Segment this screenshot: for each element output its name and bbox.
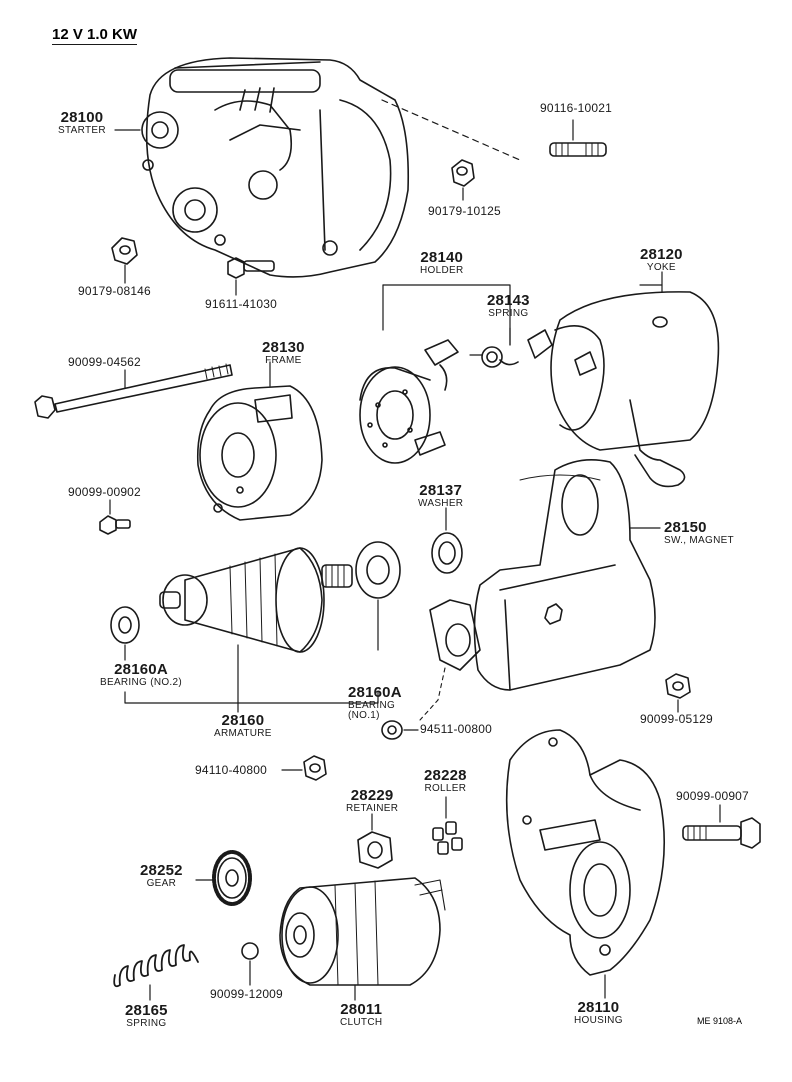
housing-drawing xyxy=(505,729,666,999)
leader-lines xyxy=(469,284,663,356)
bolt-drawing-a xyxy=(227,257,275,296)
gear-drawing xyxy=(195,850,252,906)
nut-drawing-a xyxy=(451,159,475,201)
washer-drawing xyxy=(431,507,463,574)
through-bolt-drawing xyxy=(34,363,233,419)
retainer-drawing xyxy=(357,813,393,869)
magnet-switch-drawing xyxy=(419,459,661,721)
yoke-drawing xyxy=(527,271,720,488)
part-label-90099-00902: 90099-00902 xyxy=(68,485,141,499)
part-label-94110-40800: 94110-40800 xyxy=(195,763,268,777)
part-label-94511-00800: 94511-00800 xyxy=(420,722,493,736)
drawing-code: ME 9108-A xyxy=(697,1016,743,1026)
nut-drawing-d xyxy=(281,755,327,781)
clutch-drawing xyxy=(279,877,446,1001)
part-label-90099-00907: 90099-00907 xyxy=(676,789,749,803)
stud-bolt-drawing xyxy=(381,99,607,161)
armature-group-bracket xyxy=(124,644,379,713)
part-label-90116-10021: 90116-10021 xyxy=(540,101,613,115)
ball-drawing xyxy=(241,942,259,986)
armature-drawing xyxy=(159,547,353,653)
part-label-90179-10125: 90179-10125 xyxy=(428,204,501,218)
part-label-90099-05129: 90099-05129 xyxy=(640,712,713,726)
part-label-91611-41030: 91611-41030 xyxy=(205,297,278,311)
diagram-header: 12 V 1.0 KW xyxy=(52,26,138,45)
nut-drawing-c xyxy=(665,673,691,713)
bearing-no1-drawing xyxy=(355,541,401,651)
starter-assembly-drawing xyxy=(114,57,410,278)
drive-spring-drawing xyxy=(113,944,199,1001)
screw-drawing xyxy=(99,499,131,535)
part-label-90099-12009: 90099-12009 xyxy=(210,987,283,1001)
roller-drawing xyxy=(432,796,463,855)
part-label-90099-04562: 90099-04562 xyxy=(68,355,141,369)
bearing-no2-drawing xyxy=(110,606,140,661)
frame-drawing xyxy=(196,361,323,521)
nut-drawing-b xyxy=(111,237,138,284)
brush-spring-drawing xyxy=(481,327,519,368)
bolt-drawing-b xyxy=(682,804,761,849)
small-washer-drawing xyxy=(381,720,419,740)
brush-holder-drawing xyxy=(359,284,511,464)
part-label-90179-08146: 90179-08146 xyxy=(78,284,151,298)
